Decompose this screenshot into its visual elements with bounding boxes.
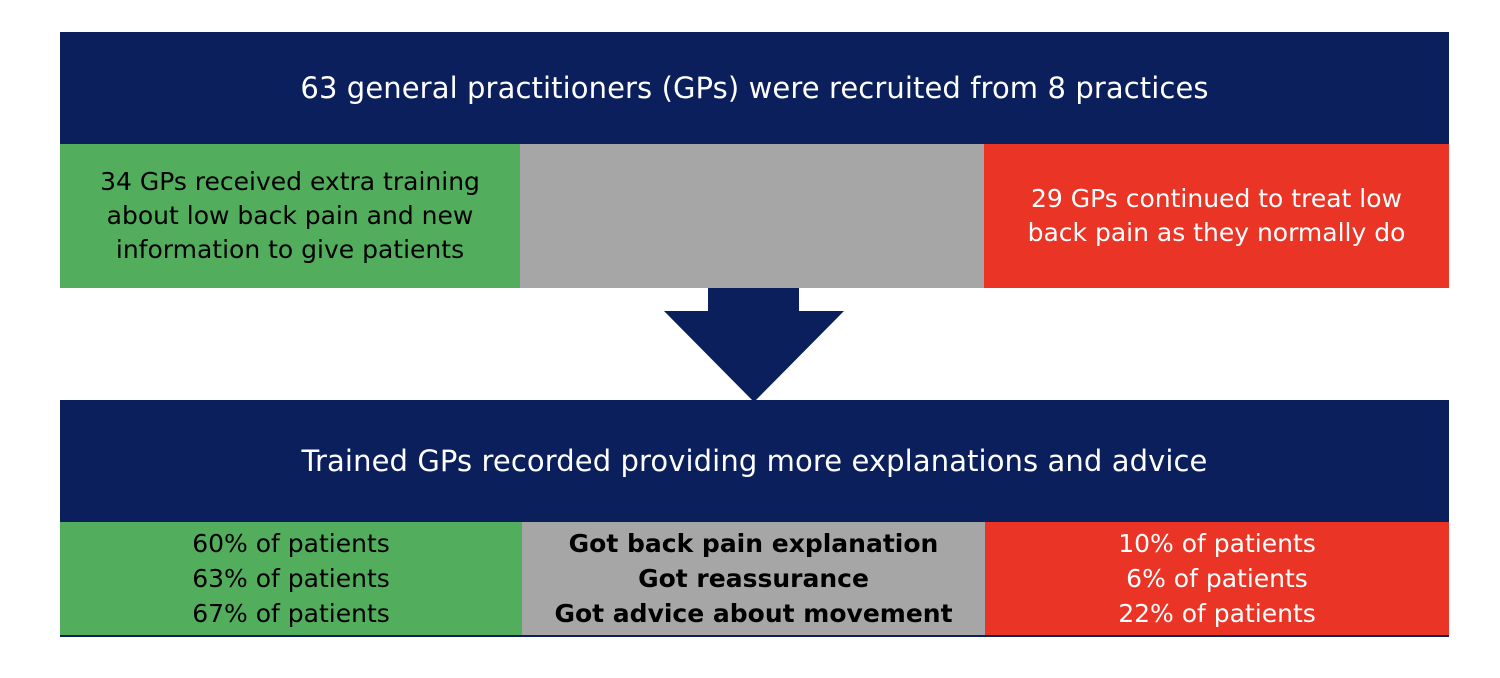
recruitment-banner: 63 general practitioners (GPs) were recr… — [60, 32, 1449, 144]
usual-care-results-box: 10% of patients 6% of patients 22% of pa… — [985, 522, 1449, 635]
group-row: 34 GPs received extra training about low… — [60, 144, 1449, 288]
trained-result: 67% of patients — [192, 599, 390, 628]
usual-care-result: 6% of patients — [1126, 564, 1308, 593]
outcome-label: Got reassurance — [638, 564, 869, 593]
outcome-label: Got back pain explanation — [568, 529, 939, 558]
usual-care-result: 10% of patients — [1118, 529, 1316, 558]
trained-results-box: 60% of patients 63% of patients 67% of p… — [60, 522, 522, 635]
usual-care-result: 22% of patients — [1118, 599, 1316, 628]
training-group-line: information to give patients — [115, 235, 465, 264]
usual-care-group-line: back pain as they normally do — [1027, 218, 1406, 247]
results-text: Trained GPs recorded providing more expl… — [301, 444, 1208, 478]
outcome-labels-box: Got back pain explanation Got reassuranc… — [522, 522, 985, 635]
recruitment-text: 63 general practitioners (GPs) were recr… — [300, 71, 1209, 105]
usual-care-group-line: 29 GPs continued to treat low — [1031, 184, 1402, 213]
training-group-line: about low back pain and new — [106, 201, 474, 230]
results-banner: Trained GPs recorded providing more expl… — [60, 400, 1449, 522]
trained-result: 60% of patients — [192, 529, 390, 558]
usual-care-group-box: 29 GPs continued to treat low back pain … — [984, 144, 1449, 288]
middle-spacer-box — [520, 144, 984, 288]
results-row: 60% of patients 63% of patients 67% of p… — [60, 522, 1449, 637]
trained-result: 63% of patients — [192, 564, 390, 593]
outcome-label: Got advice about movement — [554, 599, 953, 628]
training-group-line: 34 GPs received extra training — [100, 167, 480, 196]
training-group-box: 34 GPs received extra training about low… — [60, 144, 520, 288]
